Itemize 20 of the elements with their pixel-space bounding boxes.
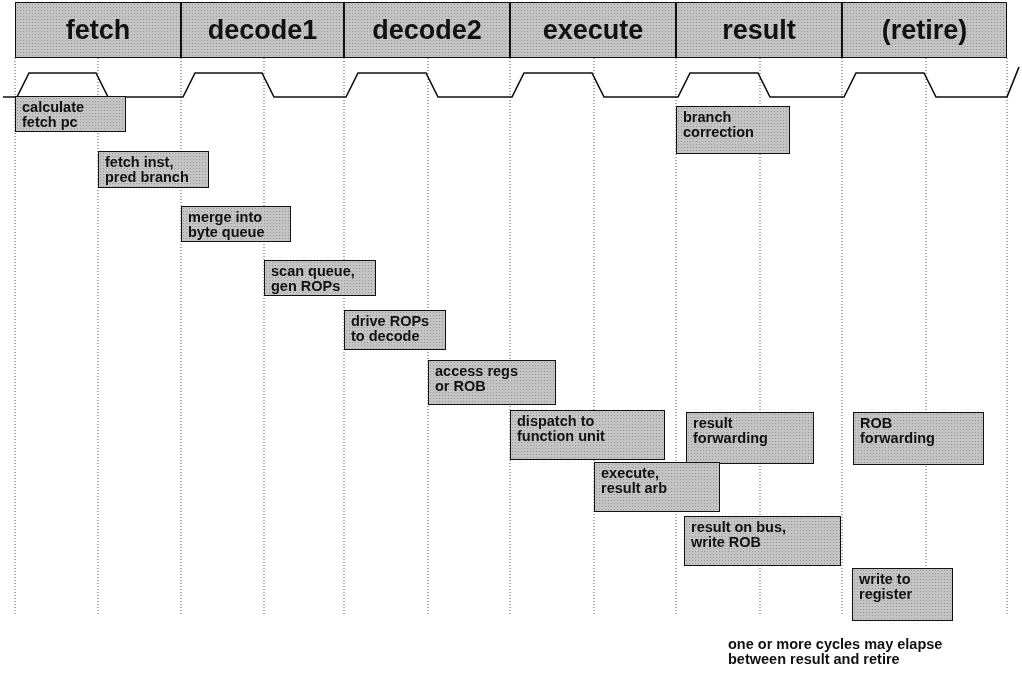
task-box: branch correction xyxy=(676,106,790,154)
task-box: result forwarding xyxy=(686,412,814,464)
stage-header: execute xyxy=(510,2,676,58)
task-box: dispatch to function unit xyxy=(510,410,665,460)
task-box: scan queue, gen ROPs xyxy=(264,260,376,296)
task-box: fetch inst, pred branch xyxy=(98,151,209,188)
task-box: drive ROPs to decode xyxy=(344,310,446,350)
task-box: calculate fetch pc xyxy=(15,96,126,132)
task-box: write to register xyxy=(852,568,953,621)
task-box: access regs or ROB xyxy=(428,360,556,405)
stage-header: (retire) xyxy=(842,2,1007,58)
stage-header: result xyxy=(676,2,842,58)
stage-header: decode2 xyxy=(344,2,510,58)
note: one or more cycles may elapse between result and retire xyxy=(728,637,944,667)
stage-header: decode1 xyxy=(181,2,344,58)
task-box: merge into byte queue xyxy=(181,206,291,242)
task-box: execute, result arb xyxy=(594,462,720,512)
task-box: ROB forwarding xyxy=(853,412,984,465)
task-box: result on bus, write ROB xyxy=(684,516,841,566)
stage-header: fetch xyxy=(15,2,181,58)
